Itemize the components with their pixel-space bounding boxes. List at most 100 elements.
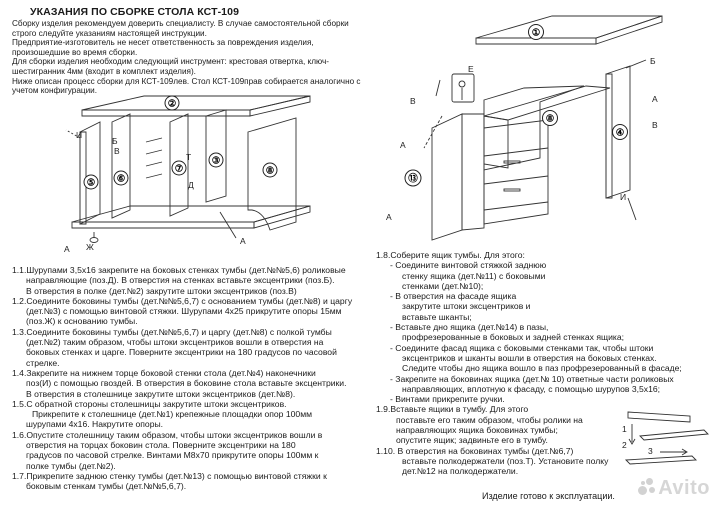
steps-left-column: 1.1.Шурупами 3,5х16 закрепите на боковых… bbox=[12, 265, 364, 492]
instruction-line: (дет.№2) таким образом, чтобы штоки эксц… bbox=[26, 337, 324, 348]
instruction-line: В отверстия в столешнице закрутите штоки… bbox=[26, 388, 296, 399]
part-number: ① bbox=[532, 28, 541, 39]
screw-detail bbox=[451, 73, 475, 103]
instruction-line: стрелке. bbox=[26, 357, 60, 368]
intro-paragraph: Для сборки изделия необходим следующий и… bbox=[12, 57, 329, 76]
instruction-line: В отверстия в полке (дет.№2) закрутите ш… bbox=[26, 285, 297, 296]
instruction-line: направляющих ящика боковинах тумбы; bbox=[396, 425, 558, 436]
position-label: В bbox=[410, 96, 416, 106]
shelf-part bbox=[81, 95, 311, 111]
instruction-line: - Закрепите на боковинах ящика (дет.№ 10… bbox=[390, 373, 674, 384]
step-label: 2 bbox=[622, 440, 627, 450]
instruction-line: Прикрепите к столешнице (дет.№1) крепежн… bbox=[32, 409, 313, 420]
instruction-line: профрезерованные в боковых и задней стен… bbox=[402, 332, 624, 343]
cabinet-front bbox=[483, 119, 549, 225]
instruction-line: - Соедините фасад ящика с боковыми стенк… bbox=[390, 342, 654, 353]
right-assembly-diagram: ① ⑧ ④ ⑬ Е Б В А А И В А bbox=[386, 15, 663, 241]
position-label: И bbox=[76, 130, 82, 140]
instruction-line: 1.9.Вставьте ящики в тумбу. Для этого bbox=[376, 404, 529, 415]
desk-side-panel bbox=[247, 117, 297, 231]
intro-text: Сборку изделия рекомендуем доверить спец… bbox=[12, 19, 366, 96]
position-label: Ж bbox=[86, 242, 94, 252]
instruction-line: 1.2.Соедините боковины тумбы (дет.№№5,6,… bbox=[12, 295, 353, 306]
instruction-line: - Соедините винтовой стяжкой заднюю bbox=[390, 260, 547, 271]
instruction-line: шурупами 4х16. Накрутите опоры. bbox=[26, 419, 164, 430]
instruction-line: отверстия на торцах боковин стола. Повер… bbox=[26, 440, 296, 451]
drawer-insert-diagram: 1 2 3 bbox=[622, 411, 709, 465]
instruction-line: стенками (дет.№10); bbox=[402, 280, 484, 291]
part-number: ⑤ bbox=[87, 178, 96, 189]
intro-paragraph: Ниже описан процесс сборки для КСТ-109ле… bbox=[12, 76, 361, 96]
instruction-line: полке тумбы (дет.№2). bbox=[26, 460, 116, 471]
position-label: В bbox=[114, 146, 120, 156]
position-label: Б bbox=[112, 136, 118, 146]
position-label: И bbox=[620, 192, 626, 202]
part-number: ② bbox=[168, 99, 177, 110]
instruction-line: 1.1.Шурупами 3,5х16 закрепите на боковых… bbox=[12, 265, 346, 275]
instruction-line: вставьте полкодержатели (поз.Т). Установ… bbox=[402, 455, 609, 466]
part-number: ⑧ bbox=[266, 166, 275, 177]
instruction-line: 1.4.Закрепите на нижнем торце боковой ст… bbox=[12, 367, 316, 378]
instruction-line: градусов по часовой стрелке. Винтами М8х… bbox=[26, 450, 319, 461]
position-label: Т bbox=[186, 152, 191, 162]
instruction-line: направляющих, вплотную к фасаду, с помощ… bbox=[402, 383, 661, 394]
step-label: 3 bbox=[648, 446, 653, 456]
instruction-line: (дет.№3) с помощью винтовой стяжки. Шуру… bbox=[26, 306, 342, 317]
instruction-line: стенку ящика (дет.№11) с боковыми bbox=[402, 270, 546, 281]
left-assembly-diagram: ② ⑤ ⑥ ⑦ ③ ⑧ Б В Д Т И Ж А А bbox=[64, 95, 311, 254]
part-number: ⑬ bbox=[408, 173, 418, 185]
part-number: ③ bbox=[212, 156, 221, 167]
instruction-line: боковым стенкам тумбы (дет.№№5,6,7). bbox=[26, 481, 187, 492]
instruction-line: дет.№12 на полкодержатели. bbox=[402, 466, 519, 477]
position-label: В bbox=[652, 120, 658, 130]
position-label: Д bbox=[188, 180, 194, 190]
instruction-line: 1.10. В отверстия на боковинах тумбы (де… bbox=[376, 445, 574, 456]
instruction-line: направляющие (поз.Д). В отверстия на сте… bbox=[26, 275, 335, 286]
position-label: А bbox=[240, 236, 246, 246]
back-panel bbox=[205, 109, 227, 203]
position-label: Б bbox=[650, 56, 656, 66]
part-number: ④ bbox=[616, 128, 625, 139]
position-label: А bbox=[652, 94, 658, 104]
instruction-line: эксцентриков и шканты вошли в отверстия … bbox=[402, 352, 657, 363]
side-panel-7 bbox=[169, 113, 189, 217]
instruction-line: вставьте шканты; bbox=[402, 311, 472, 322]
steps-right-column: 1.8.Соберите ящик тумбы. Для этого:- Сое… bbox=[376, 250, 712, 477]
instruction-line: поз(И) с помощью гвоздей. В отверстия в … bbox=[26, 378, 347, 389]
instruction-line: боковых стенках и царге. Поверните эксце… bbox=[26, 347, 337, 358]
instruction-line: - В отверстия на фасаде ящика bbox=[390, 291, 517, 302]
step-label: 1 bbox=[622, 424, 627, 434]
instruction-line: 1.3.Соедините боковины тумбы (дет.№№5,6,… bbox=[12, 326, 332, 337]
cabinet-back bbox=[431, 113, 463, 241]
watermark-text: Avito bbox=[658, 477, 710, 499]
instruction-line: 1.8.Соберите ящик тумбы. Для этого: bbox=[376, 250, 525, 260]
instruction-line: 1.5.С обратной стороны столешницы закрут… bbox=[12, 398, 287, 409]
intro-paragraph: Предприятие-изготовитель не несет ответс… bbox=[12, 38, 314, 57]
tabletop bbox=[475, 15, 663, 39]
avito-logo-icon bbox=[638, 478, 656, 496]
instruction-line: поставьте его таким образом, чтобы ролик… bbox=[396, 414, 583, 425]
avito-watermark: Avito bbox=[638, 477, 710, 500]
intro-paragraph: Сборку изделия рекомендуем доверить спец… bbox=[12, 19, 349, 38]
position-label: Е bbox=[468, 64, 474, 74]
side-panel-6 bbox=[111, 113, 131, 219]
instruction-line: (поз.Ж) к основанию тумбы. bbox=[26, 316, 138, 327]
instruction-line: - Винтами прикрепите ручки. bbox=[390, 394, 505, 405]
base-part bbox=[71, 205, 311, 223]
part-number: ⑧ bbox=[546, 114, 555, 125]
instruction-line: 1.7.Прикрепите заднюю стенку тумбы (дет.… bbox=[12, 470, 327, 481]
instruction-line: закрутите штоки эксцентриков и bbox=[402, 301, 531, 312]
side-panel-left bbox=[79, 121, 101, 225]
shelf-edge bbox=[81, 109, 251, 117]
part-number: ⑥ bbox=[117, 174, 126, 185]
position-label: А bbox=[400, 140, 406, 150]
instruction-line: 1.6.Опустите столешницу таким образом, ч… bbox=[12, 429, 323, 440]
final-note: Изделие готово к эксплуатации. bbox=[482, 491, 615, 501]
position-label: А bbox=[64, 244, 70, 254]
position-label: А bbox=[386, 212, 392, 222]
part-number: ⑦ bbox=[175, 164, 184, 175]
instruction-line: - Вставьте дно ящика (дет.№14) в пазы, bbox=[390, 322, 549, 333]
instruction-line: опустите ящик; задвиньте его в тумбу. bbox=[396, 435, 548, 446]
instruction-line: Следите чтобы дно ящика вошло в паз проф… bbox=[402, 363, 682, 374]
page-title: УКАЗАНИЯ ПО СБОРКЕ СТОЛА КСТ-109 bbox=[30, 6, 240, 18]
